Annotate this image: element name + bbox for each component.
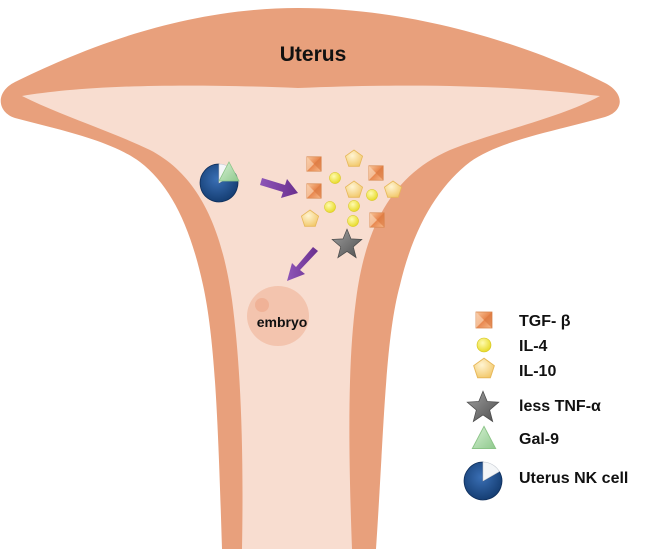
embryo-label: embryo xyxy=(257,314,308,330)
legend-item-tgf-beta: TGF- β xyxy=(476,312,571,330)
il-4-circle-icon xyxy=(324,201,335,212)
embryo: embryo xyxy=(247,286,309,346)
tgf-beta-square-icon xyxy=(307,157,321,171)
il-4-circle-icon xyxy=(477,338,491,352)
tnf-alpha-star-icon xyxy=(467,391,499,421)
legend: TGF- β IL-4 IL-10 less TNF-α Gal-9 Uteru… xyxy=(464,312,628,500)
gal-9-triangle-icon xyxy=(472,426,495,448)
legend-label: Gal-9 xyxy=(519,431,559,448)
il-4-circle-icon xyxy=(348,200,359,211)
uterus-nk-cell-icon xyxy=(464,462,502,500)
uterus-cavity xyxy=(22,86,600,549)
legend-label: IL-4 xyxy=(519,338,548,355)
legend-item-uterus-nk-cell: Uterus NK cell xyxy=(464,462,628,500)
il-10-pentagon-icon xyxy=(474,358,495,378)
il-4-circle-icon xyxy=(347,215,358,226)
tgf-beta-square-icon xyxy=(476,312,492,328)
tgf-beta-square-icon xyxy=(307,184,321,198)
legend-item-il-10: IL-10 xyxy=(474,358,557,380)
legend-label: Uterus NK cell xyxy=(519,470,628,487)
diagram-title: Uterus xyxy=(280,43,347,66)
tgf-beta-square-icon xyxy=(370,213,384,227)
il-4-circle-icon xyxy=(329,172,340,183)
legend-label: TGF- β xyxy=(519,313,571,330)
legend-item-il-4: IL-4 xyxy=(477,338,548,355)
legend-item-tnf-alpha: less TNF-α xyxy=(467,391,601,421)
il-4-circle-icon xyxy=(366,189,377,200)
legend-label: less TNF-α xyxy=(519,398,601,415)
legend-label: IL-10 xyxy=(519,363,556,380)
tgf-beta-square-icon xyxy=(369,166,383,180)
legend-item-gal-9: Gal-9 xyxy=(472,426,559,448)
